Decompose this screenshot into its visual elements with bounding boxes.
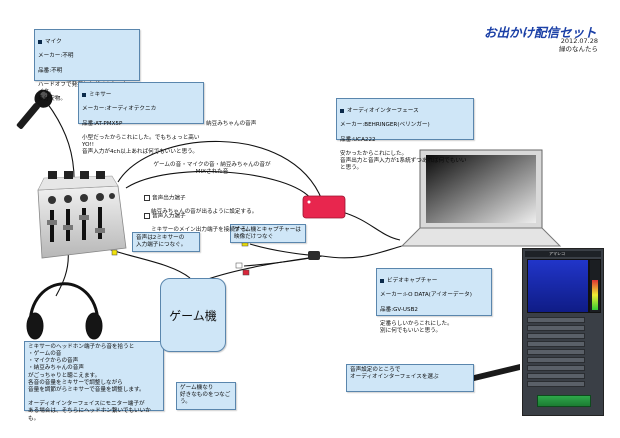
app-setting-row[interactable] (527, 317, 585, 323)
note-stereo-in: 音声は2ミキサーの 入力端子につなぐ。 (132, 232, 200, 252)
app-setting-row[interactable] (527, 357, 585, 363)
note-audio-setting: 音声設定のところで オーディオインターフェイスを選ぶ (346, 364, 474, 392)
mixer-heading: ミキサー (89, 92, 112, 99)
port-out-desc: 納豆みちゃんの音が出るように設定する。 (151, 209, 258, 216)
interface-product: 品番:UCA222 (340, 136, 376, 143)
mixer-product: 品番:AT-PMX5P (82, 120, 123, 127)
cable-mixer-interface-mid (125, 170, 313, 201)
interface-heading: オーディオインターフェース (347, 108, 419, 115)
cable-interface-laptop (341, 211, 401, 241)
date-text: 2012.07.28 (560, 37, 598, 45)
capture-product: 品番:GV-USB2 (380, 306, 418, 313)
laptop-icon (400, 149, 562, 247)
cable-capture-game (204, 255, 323, 281)
audio-interface-icon (302, 195, 346, 219)
app-level-meter (589, 259, 601, 313)
cable-capture-laptop (321, 245, 403, 259)
note-game: ゲーム機なり 好きなものをつなごう。 (176, 382, 236, 410)
cable-headphone (55, 249, 69, 297)
app-setting-row[interactable] (527, 381, 585, 387)
interface-desc: 安かったからこれにした。 音声出力と音声入力が1系統ずつあれば何でもいいと思う。 (340, 151, 467, 172)
app-setting-row[interactable] (527, 373, 585, 379)
label-mix: ゲームの音・マイクの音・納豆みちゃんの音が MIXされた音 (153, 162, 271, 175)
label-nico-audio: 納豆みちゃんの音声 (206, 121, 257, 127)
bullet-icon (380, 278, 384, 283)
app-setting-row[interactable] (527, 333, 585, 339)
game-console-label: ゲーム機 (169, 308, 217, 323)
mixer-desc: 小型だったからこれにした。でもちょっと高いYO!! 音声入力が4ch以上あれば何… (82, 135, 200, 156)
mixer-icon (37, 171, 127, 259)
bullet-icon (38, 39, 42, 44)
capture-maker: メーカー:I-O DATA(アイオーデータ) (380, 292, 472, 299)
note-audio-interface: オーディオインターフェース メーカー:BEHRINGER(ベリンガー) 品番:U… (336, 98, 474, 171)
mic-maker: メーカー:不明 (38, 53, 74, 60)
app-title: アマレコ (549, 251, 565, 256)
mixer-maker: メーカー:オーディオテクニカ (82, 106, 157, 113)
note-video-capture: ビデオキャプチャー メーカー:I-O DATA(アイオーデータ) 品番:GV-U… (376, 268, 492, 334)
app-setting-row[interactable] (527, 341, 585, 347)
mic-product: 品番:不明 (38, 67, 63, 74)
label-port-out: 音声出力端子 納豆みちゃんの音が出るように設定する。 (144, 188, 257, 223)
app-titlebar: アマレコ (525, 251, 601, 257)
mic-heading: マイク (45, 39, 62, 46)
capture-heading: ビデオキャプチャー (387, 278, 438, 285)
bullet-icon (82, 92, 86, 97)
interface-maker: メーカー:BEHRINGER(ベリンガー) (340, 122, 430, 129)
page-title: お出かけ配信セット (484, 25, 597, 40)
app-start-button[interactable] (537, 395, 591, 407)
author-text: 緑のなんたら (559, 45, 598, 54)
port-in-desc: ミキサーのメイン出力端子を接続する。 (151, 227, 252, 234)
port-in-heading: 音声入力端子 (144, 212, 252, 220)
bullet-icon (340, 108, 344, 113)
app-setting-row[interactable] (527, 349, 585, 355)
app-setting-row[interactable] (527, 325, 585, 331)
arrow-to-software (470, 364, 520, 382)
date-author: 2012.07.28 緑のなんたら (559, 37, 598, 53)
capture-software-window: アマレコ (522, 248, 604, 416)
game-console: ゲーム機 (160, 278, 226, 352)
note-splitter: ゲーム機とキャプチャーは 映像だけつなぐ (230, 224, 306, 243)
port-out-heading: 音声出力端子 (144, 194, 257, 202)
cable-mixer-interface-top (117, 140, 323, 201)
label-port-in: 音声入力端子 ミキサーのメイン出力端子を接続する。 (144, 206, 252, 241)
headphones-icon (26, 282, 103, 340)
note-mic: マイク メーカー:不明 品番:不明 ハードオフで発掘したダイナミックマイク。 多… (34, 29, 140, 102)
capture-desc: 定番らしいからこれにした。 別に何でもいいと思う。 (380, 321, 453, 335)
app-audio-device-select[interactable] (527, 365, 585, 371)
note-mixer: ミキサー メーカー:オーディオテクニカ 品番:AT-PMX5P 小型だったからこ… (78, 82, 204, 155)
microphone-icon (16, 89, 53, 129)
app-preview (527, 259, 589, 313)
note-headphone: ミキサーのヘッドホン端子から音を拾うと ・ゲームの音 ・マイクからの音声 ・納豆… (24, 341, 164, 422)
